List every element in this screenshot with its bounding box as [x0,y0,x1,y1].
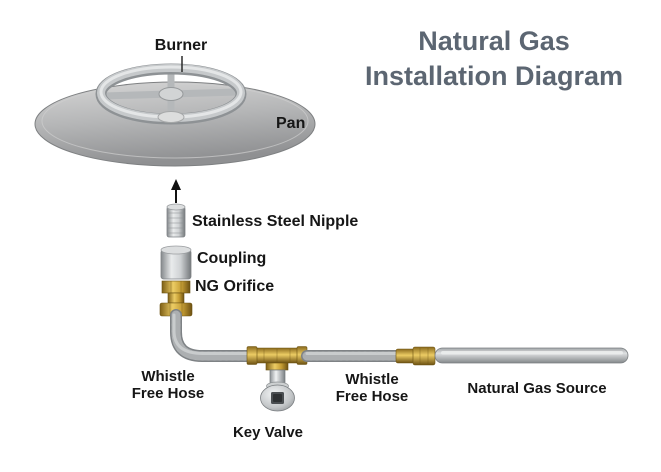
label-key-valve: Key Valve [232,424,304,441]
gas-fitting-shape [395,346,436,366]
burner-ring-shape [95,63,247,125]
up-arrow-icon [171,179,181,203]
diagram-title-line2: Installation Diagram [364,61,624,91]
hose-left-shape [170,309,254,362]
label-whistle-free-hose-right-line1: Whistle [345,371,399,388]
nipple-shape [166,203,186,238]
label-coupling: Coupling [197,250,267,267]
hose-right-shape [301,350,402,362]
gas-pipe-shape [434,347,629,364]
coupling-shape [160,245,192,280]
diagram-title: Natural Gas Installation Diagram [348,24,640,94]
diagram-title-line1: Natural Gas [418,26,570,56]
tee-fitting-shape [246,346,308,371]
label-natural-gas-source: Natural Gas Source [467,380,607,397]
label-whistle-free-hose-left-line2: Free Hose [131,385,205,402]
label-burner: Burner [154,37,208,54]
label-pan: Pan [276,115,306,132]
label-whistle-free-hose-right: Whistle Free Hose [336,371,409,405]
label-ng-orifice: NG Orifice [195,278,275,295]
label-whistle-free-hose-left-line1: Whistle [141,368,195,385]
label-stainless-steel-nipple: Stainless Steel Nipple [192,213,359,230]
label-whistle-free-hose-left: Whistle Free Hose [132,368,205,402]
key-valve-shape [260,369,295,412]
label-whistle-free-hose-right-line2: Free Hose [335,388,409,405]
